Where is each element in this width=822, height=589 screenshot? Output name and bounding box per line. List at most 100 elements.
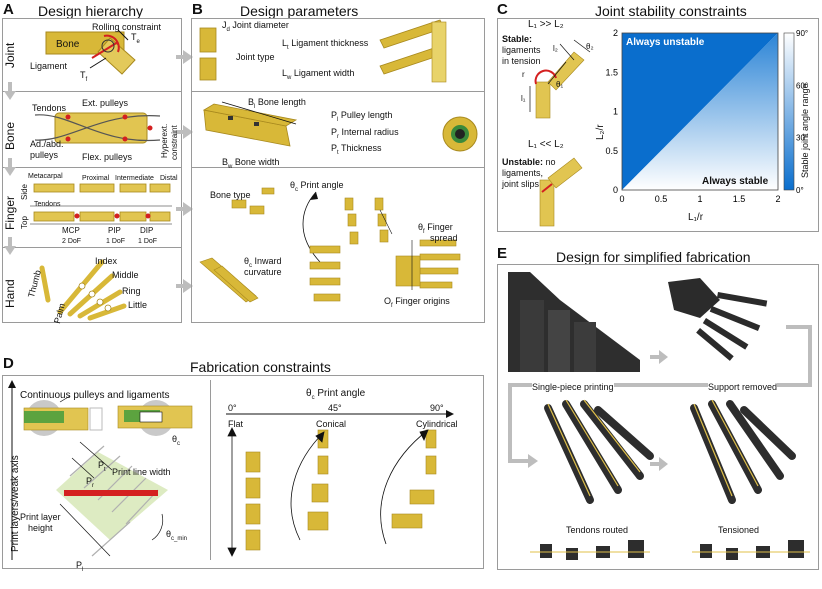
panel-e: [497, 264, 819, 570]
param-origins: Of Finger origins: [384, 296, 450, 309]
unstable-condition: L₁ << L₂: [528, 139, 564, 150]
colorbar-label: Stable joint angle range: [800, 83, 810, 178]
sym-l2: l₂: [553, 44, 558, 53]
param-jd: Jd Joint diameter: [222, 20, 289, 33]
y-tick-label: 0: [613, 185, 618, 195]
joint-illustration: [45, 29, 136, 75]
param-pr: Pr Internal radius: [331, 127, 399, 140]
line-width-label: Print line width: [112, 467, 171, 477]
bone-tendons-label: Tendons: [32, 103, 67, 113]
bone-adabd-label-2: pulleys: [30, 150, 59, 160]
hand-little-label: Little: [128, 300, 148, 310]
panel-a-label: A: [3, 1, 14, 18]
bone-adabd-label-1: Ad./abd.: [30, 139, 64, 149]
y-tick-label: 1.5: [605, 67, 618, 77]
theta-min-label: θc_min: [166, 529, 188, 542]
param-inward-1: θc Inward: [244, 256, 282, 269]
unstable-text-3: joint slips: [502, 179, 540, 189]
finger-intermediate-label: Intermediate: [115, 175, 154, 182]
region-top-label: Always unstable: [626, 37, 705, 48]
panel-b-title: Design parameters: [240, 3, 359, 19]
finger-top-label: Top: [20, 216, 29, 229]
finger-dip-dof: 1 DoF: [138, 238, 158, 245]
y-axis-label: L₂/r: [595, 124, 606, 140]
print-angle-title: θc Print angle: [306, 388, 366, 402]
panel-d-divider: [210, 380, 211, 560]
param-print-angle: θc Print angle: [290, 180, 344, 193]
design-parameter-illustrations: [199, 19, 478, 303]
row-label-bone: Bone: [3, 121, 17, 150]
finger-pip-label: PIP: [108, 226, 121, 235]
colorbar: [783, 32, 795, 191]
x-tick-label: 0: [619, 194, 624, 204]
param-lt: Lt Ligament thickness: [282, 38, 369, 51]
param-pt: Pt Thickness: [331, 143, 382, 156]
sym-r: r: [522, 70, 525, 79]
param-spread-2: spread: [430, 233, 458, 243]
colorbar-tick-label: 60°: [796, 81, 808, 90]
pt-label: Pt: [98, 460, 106, 473]
bone-hyper-label-1: Hyperext.: [160, 123, 169, 158]
hand-middle-label: Middle: [112, 270, 139, 280]
caption-tendons-routed: Tendons routed: [566, 525, 629, 535]
hand-ring-label: Ring: [122, 286, 141, 296]
param-spread-1: θf Finger: [418, 222, 453, 235]
finger-illustration: [30, 183, 172, 225]
colorbar-tick-label: 30°: [796, 134, 808, 143]
finger-side-label: Side: [20, 183, 29, 200]
unstable-text-2: ligaments,: [502, 168, 544, 178]
y-tick-label: 0.5: [605, 146, 618, 156]
y-tick-label: 1: [613, 107, 618, 117]
layer-height-label-2: height: [28, 523, 53, 533]
continuous-pulleys-label: Continuous pulleys and ligaments: [20, 390, 170, 401]
joint-stability-schematic: [529, 39, 591, 227]
panel-a: [2, 18, 182, 323]
param-inward-2: curvature: [244, 267, 282, 277]
finger-mcp-dof: 2 DoF: [62, 238, 82, 245]
joint-ligament-label: Ligament: [30, 61, 68, 71]
panel-c-label: C: [497, 1, 508, 18]
panel-d-title: Fabrication constraints: [190, 359, 331, 375]
row-label-joint: Joint: [3, 42, 17, 68]
bone-ext-pulleys-label: Ext. pulleys: [82, 98, 129, 108]
angle-45: 45°: [328, 403, 342, 413]
colorbar-tick-label: 90°: [796, 29, 808, 38]
caption-tensioned: Tensioned: [718, 525, 760, 535]
joint-rolling-label: Rolling constraint: [92, 22, 162, 32]
bone-hyper-label-2: constraint: [170, 125, 179, 160]
param-pl: Pl Pulley length: [331, 110, 393, 123]
joint-tf-label: Tf: [80, 70, 88, 83]
angle-cylindrical: Cylindrical: [416, 419, 458, 429]
angle-flat: Flat: [228, 419, 244, 429]
pl-label: Pl: [76, 560, 84, 573]
theta-c-label: θc: [172, 434, 181, 447]
param-bw: Bw Bone width: [222, 157, 280, 170]
row-divider: [2, 167, 182, 168]
finger-mcp-label: MCP: [62, 226, 80, 235]
hand-index-label: Index: [95, 256, 118, 266]
row-divider: [191, 167, 485, 168]
plot-frame: [621, 32, 779, 191]
angle-90: 90°: [430, 403, 444, 413]
hand-illustration: [39, 259, 127, 321]
panel-c-title: Joint stability constraints: [595, 3, 747, 19]
finger-distal-label: Distal: [160, 175, 178, 182]
angle-conical: Conical: [316, 419, 347, 429]
caption-single-piece: Single-piece printing: [532, 382, 614, 392]
colorbar-tick-label: 0°: [796, 186, 804, 195]
y-tick-label: 2: [613, 28, 618, 38]
region-stable: [622, 33, 778, 190]
panel-d: [2, 375, 484, 569]
param-bl: Bl Bone length: [248, 97, 306, 110]
sym-theta2: θ₂: [586, 42, 594, 51]
panel-e-title: Design for simplified fabrication: [556, 249, 751, 265]
joint-te-label: Te: [131, 32, 140, 45]
row-label-finger: Finger: [3, 195, 17, 230]
panel-a-title: Design hierarchy: [38, 3, 144, 19]
finger-pip-dof: 1 DoF: [106, 238, 126, 245]
x-axis-label: L₁/r: [688, 212, 704, 223]
panel-e-label: E: [497, 245, 508, 262]
fabrication-photos: [508, 272, 812, 560]
param-lw: Lw Ligament width: [282, 68, 355, 81]
